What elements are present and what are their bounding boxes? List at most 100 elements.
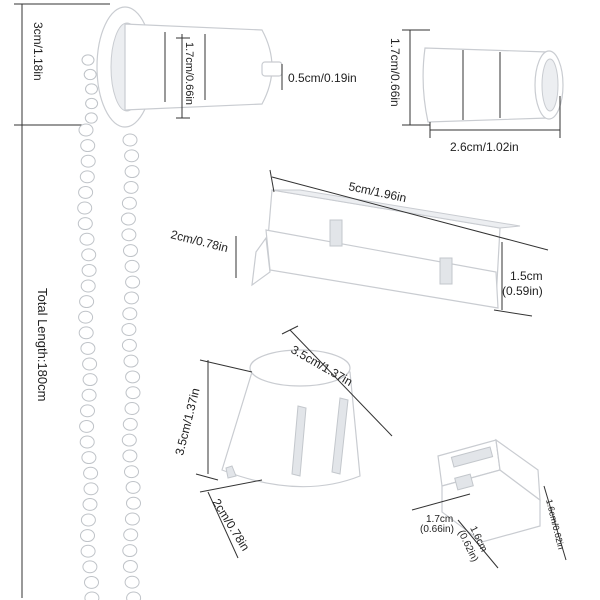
plug-body xyxy=(422,47,555,123)
chain-bead xyxy=(81,248,97,262)
chain-bead xyxy=(124,291,139,305)
chain-bead xyxy=(80,341,96,355)
chain-bead xyxy=(122,417,138,431)
end-cap-height-tick-bottom xyxy=(195,473,219,481)
clip-height-label: 1.6cm/0.62in xyxy=(544,498,566,550)
chain-bead xyxy=(122,133,138,147)
chain-bead xyxy=(80,154,96,168)
chain-bead xyxy=(124,165,140,179)
chain-bead xyxy=(84,575,99,589)
chain-bead xyxy=(80,544,96,558)
bracket-tab xyxy=(329,219,343,247)
end-cap-group: 3.5cm/1.37in 3.5cm/1.37in 2cm/0.78in xyxy=(172,325,393,559)
chain-bead xyxy=(81,263,97,277)
chain-bead xyxy=(123,180,139,194)
chain-bead xyxy=(124,575,140,589)
chain-bead xyxy=(79,232,95,246)
control-unit-pin-label: 0.5cm/0.19in xyxy=(288,71,357,85)
clip-width-label-cm: 1.7cm xyxy=(426,514,453,525)
end-cap-slot xyxy=(291,405,307,477)
chain-bead xyxy=(122,559,138,573)
end-cap-height-label: 3.5cm/1.37in xyxy=(172,387,202,457)
chain-bead xyxy=(121,228,137,242)
chain-bead xyxy=(124,259,140,273)
chain-bead xyxy=(123,244,138,258)
chain-bead xyxy=(79,295,95,309)
chain-bead xyxy=(124,149,140,163)
chain-bead xyxy=(82,373,98,387)
bracket-tab-2 xyxy=(439,257,453,285)
chain-bead xyxy=(81,54,95,66)
chain-bead xyxy=(85,97,99,110)
bead-chain-top xyxy=(81,54,99,124)
chain-bead xyxy=(125,386,141,400)
chain-bead xyxy=(83,466,99,480)
bracket-length-tick-left xyxy=(269,169,275,193)
end-cap-base-line xyxy=(207,491,239,559)
chain-bead xyxy=(125,480,141,494)
chain-bead xyxy=(78,310,94,324)
bead-chain-right xyxy=(120,133,142,600)
chain-bead xyxy=(80,279,96,293)
chain-bead xyxy=(77,201,93,215)
clip-grip xyxy=(450,446,494,468)
chain-bead xyxy=(78,326,94,340)
chain-bead xyxy=(122,449,138,463)
control-unit-barrel xyxy=(124,23,273,111)
chain-bead xyxy=(126,591,142,600)
chain-bead xyxy=(121,433,137,447)
bracket-hook xyxy=(251,236,271,287)
chain-bead xyxy=(124,402,140,415)
clip-height-line xyxy=(543,485,567,561)
plug-group: 1.7cm/0.66in 2.6cm/1.02in xyxy=(388,29,564,154)
chain-bead xyxy=(121,196,137,210)
chain-bead xyxy=(83,68,97,81)
chain-bead xyxy=(124,465,139,479)
chain-bead xyxy=(120,212,136,226)
chain-bead xyxy=(125,275,141,289)
end-cap-top xyxy=(249,349,351,387)
chain-bead xyxy=(121,338,137,352)
chain-bead xyxy=(82,357,98,371)
chain-bead xyxy=(78,185,94,199)
clip-window xyxy=(454,473,474,491)
bracket-depth-label: 2cm/0.78in xyxy=(169,227,229,255)
clip-depth-line xyxy=(457,519,499,569)
chain-bead xyxy=(85,83,98,95)
chain-bead xyxy=(81,388,97,402)
bracket-top-edge xyxy=(271,189,521,229)
end-cap-foot xyxy=(225,465,237,479)
bracket-height-label-cm: 1.5cm xyxy=(510,269,543,283)
bead-chain-left xyxy=(77,123,100,600)
clip-width-label-in: (0.66in) xyxy=(420,524,454,535)
chain-bead xyxy=(122,544,138,558)
chain-bead xyxy=(79,419,95,433)
chain-bead xyxy=(80,513,96,527)
bracket-height-tick xyxy=(493,309,533,317)
bracket-group: 5cm/1.96in 2cm/0.78in 1.5cm (0.59in) xyxy=(169,169,549,317)
end-cap-base-tick xyxy=(199,479,263,493)
control-unit-group: 3cm/1.18in Total Length:180cm 1.7cm/0.66… xyxy=(14,3,357,600)
control-unit-pin xyxy=(261,61,283,77)
chain-height-label: 3cm/1.18in xyxy=(31,22,45,81)
end-cap-height-tick-top xyxy=(199,359,253,373)
chain-bead xyxy=(121,323,137,336)
chain-bead xyxy=(80,404,95,418)
bracket-length-line xyxy=(271,176,549,251)
clip-group: 1.7cm (0.66in) 1.6cm (0.62in) 1.6cm/0.62… xyxy=(411,438,567,569)
chain-bead xyxy=(124,512,140,526)
chain-bead xyxy=(81,451,97,465)
chain-bead xyxy=(82,560,98,574)
end-cap-base-label: 2cm/0.78in xyxy=(209,496,252,553)
chain-bead xyxy=(122,307,138,321)
chain-bead xyxy=(82,497,98,511)
chain-bead xyxy=(77,217,93,231)
plug-length-label: 2.6cm/1.02in xyxy=(450,140,519,154)
chain-bead xyxy=(78,123,94,137)
chain-bead xyxy=(79,170,95,184)
plug-diameter-label: 1.7cm/0.66in xyxy=(388,38,402,107)
end-cap-width-line xyxy=(289,329,393,437)
plug-end-inner xyxy=(541,58,559,112)
chain-bead xyxy=(126,496,141,510)
